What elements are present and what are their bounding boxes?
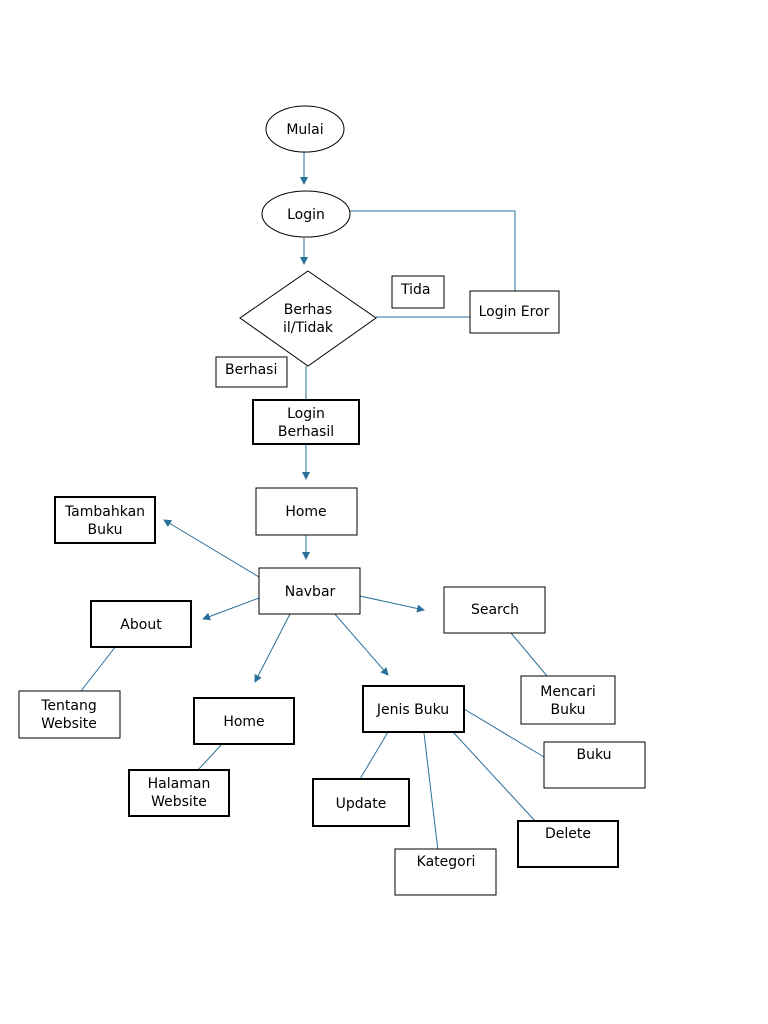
label-tidak-box <box>391 275 445 309</box>
decision-label-line-1: Berhas <box>284 302 332 318</box>
node-buku: Buku <box>543 741 646 789</box>
connector-jenis-kategori <box>423 732 439 852</box>
node-about: About <box>90 600 192 648</box>
jenis-buku-box <box>362 685 465 733</box>
login-eror-box <box>469 290 560 334</box>
arrow-navbar-tambahkan <box>163 519 260 578</box>
node-mulai-label: Mulai <box>286 122 323 138</box>
label-berhasil-text: Berhasi <box>225 362 277 378</box>
node-login-berhasil: Login Berhasil <box>252 399 360 445</box>
start-ellipse <box>265 105 345 153</box>
about-label: About <box>120 617 162 633</box>
decision-label-line-2: il/Tidak <box>283 320 334 336</box>
navbar-label: Navbar <box>285 584 336 600</box>
login-eror-label: Login Eror <box>479 304 550 320</box>
login-berhasil-box <box>252 399 360 445</box>
login-berhasil-line-1: Login <box>287 406 325 422</box>
buku-label: Buku <box>576 747 611 763</box>
tambahkan-buku-box <box>54 496 156 544</box>
arrow-navbar-about <box>202 597 260 621</box>
tentang-website-box <box>18 690 121 739</box>
home-sub-box <box>193 697 295 745</box>
tambahkan-buku-line-2: Buku <box>87 522 122 538</box>
label-tidak-text: Tida <box>400 282 430 298</box>
login-berhasil-line-2: Berhasil <box>278 424 334 440</box>
halaman-website-box <box>128 769 230 817</box>
node-delete: Delete <box>517 820 619 868</box>
about-box <box>90 600 192 648</box>
search-label: Search <box>471 602 519 618</box>
home-main-label: Home <box>285 504 326 520</box>
node-jenis-buku: Jenis Buku <box>362 685 465 733</box>
delete-box <box>517 820 619 868</box>
node-halaman-website: Halaman Website <box>128 769 230 817</box>
update-label: Update <box>336 796 387 812</box>
node-navbar: Navbar <box>258 567 361 615</box>
node-search: Search <box>443 586 546 634</box>
decision-diamond <box>239 270 377 367</box>
delete-label: Delete <box>545 826 591 842</box>
login-ellipse <box>261 190 351 238</box>
halaman-website-line-2: Website <box>151 794 207 810</box>
halaman-website-line-1: Halaman <box>148 776 211 792</box>
node-mencari-buku: Mencari Buku <box>520 675 616 725</box>
node-decision: Berhas il/Tidak <box>239 270 377 367</box>
home-main-box <box>255 487 358 536</box>
node-tambahkan-buku: Tambahkan Buku <box>54 496 156 544</box>
node-tentang-website: Tentang Website <box>18 690 121 739</box>
mencari-buku-line-2: Buku <box>550 702 585 718</box>
label-berhasil: Berhasi <box>215 356 288 388</box>
jenis-buku-label: Jenis Buku <box>376 702 449 718</box>
node-kategori: Kategori <box>394 848 497 896</box>
label-berhasil-box <box>215 356 288 388</box>
connector-jenis-delete <box>452 731 537 823</box>
node-login: Login <box>261 190 351 238</box>
mencari-buku-line-1: Mencari <box>540 684 596 700</box>
node-login-eror: Login Eror <box>469 290 560 334</box>
connector-jenis-update <box>359 731 389 780</box>
arrow-navbar-home <box>254 613 291 683</box>
buku-box <box>543 741 646 789</box>
node-update: Update <box>312 778 410 827</box>
connector-home-halaman <box>197 743 223 771</box>
connector-search-mencari <box>510 632 548 677</box>
connectors <box>80 152 548 852</box>
tentang-website-line-1: Tentang <box>40 698 97 714</box>
arrow-navbar-jenis <box>333 612 389 676</box>
arrow-navbar-search <box>359 595 425 613</box>
connector-jenis-buku <box>463 708 545 758</box>
tambahkan-buku-line-1: Tambahkan <box>64 504 145 520</box>
navbar-box <box>258 567 361 615</box>
search-box <box>443 586 546 634</box>
label-tidak: Tida <box>391 275 445 309</box>
connector-about-tentang <box>80 645 117 692</box>
node-home-main: Home <box>255 487 358 536</box>
kategori-box <box>394 848 497 896</box>
node-login-label: Login <box>287 207 325 223</box>
node-home-sub: Home <box>193 697 295 745</box>
update-box <box>312 778 410 827</box>
node-mulai: Mulai <box>265 105 345 153</box>
kategori-label: Kategori <box>417 854 476 870</box>
mencari-buku-box <box>520 675 616 725</box>
tentang-website-line-2: Website <box>41 716 97 732</box>
home-sub-label: Home <box>223 714 264 730</box>
